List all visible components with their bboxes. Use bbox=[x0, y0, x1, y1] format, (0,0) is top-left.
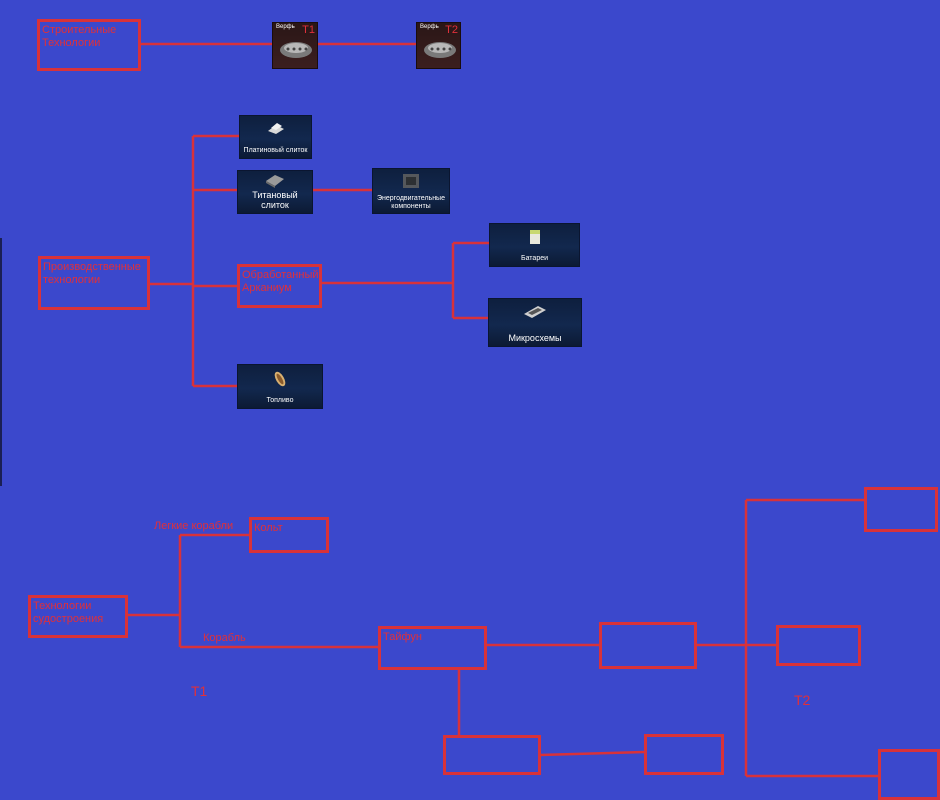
empty-node-4[interactable] bbox=[776, 625, 861, 666]
ship-branch-label: Корабль bbox=[203, 632, 246, 644]
batteries-card[interactable]: Батареи bbox=[489, 223, 580, 267]
empty-node-5[interactable] bbox=[864, 487, 938, 532]
production-tech-node[interactable]: Производственные технологии bbox=[38, 256, 150, 310]
shipyard-t1-tier: T1 bbox=[302, 24, 315, 36]
kolt-node[interactable]: Кольт bbox=[249, 517, 329, 553]
typhoon-label: Тайфун bbox=[383, 631, 422, 643]
battery-icon bbox=[529, 230, 540, 244]
shipyard-icon bbox=[424, 42, 456, 58]
left-edge-line bbox=[0, 238, 2, 486]
shipyard-t2-card[interactable]: Верфь T2 bbox=[416, 22, 461, 69]
shipyard-t1-name: Верфь bbox=[276, 24, 295, 30]
titanium-ingot-card[interactable]: Титановый слиток bbox=[237, 170, 313, 214]
fuel-label: Топливо bbox=[266, 397, 294, 404]
empty-node-2[interactable] bbox=[443, 735, 541, 775]
shipyard-t1-card[interactable]: Верфь T1 bbox=[272, 22, 318, 69]
platinum-ingot-card[interactable]: Платиновый слиток bbox=[239, 115, 312, 159]
platinum-ingot-icon bbox=[267, 123, 284, 134]
microchip-icon bbox=[524, 306, 546, 318]
shipyard-icon bbox=[280, 42, 312, 58]
fuel-card[interactable]: Топливо bbox=[237, 364, 323, 409]
platinum-ingot-label: Платиновый слиток bbox=[243, 147, 308, 154]
empty-node-1[interactable] bbox=[599, 622, 697, 669]
build-tech-label: Строительные Технологии bbox=[42, 24, 117, 49]
light-ships-label: Легкие корабли bbox=[154, 520, 234, 532]
kolt-label: Кольт bbox=[254, 522, 283, 534]
typhoon-node[interactable]: Тайфун bbox=[378, 626, 487, 670]
processed-arcanium-node[interactable]: Обработанный Арканиум bbox=[237, 264, 322, 308]
titanium-ingot-icon bbox=[266, 175, 284, 188]
build-tech-node[interactable]: Строительные Технологии bbox=[37, 19, 141, 71]
fuel-icon bbox=[274, 371, 286, 387]
energy-components-card[interactable]: Энергодвигательные компоненты bbox=[372, 168, 450, 214]
titanium-ingot-label: Титановый слиток bbox=[252, 190, 298, 210]
empty-node-6[interactable] bbox=[878, 749, 940, 800]
energy-components-icon bbox=[403, 174, 419, 188]
microchips-label: Микросхемы bbox=[508, 333, 562, 343]
batteries-label: Батареи bbox=[520, 255, 549, 262]
energy-components-label: Энергодвигательные компоненты bbox=[377, 195, 445, 210]
microchips-card[interactable]: Микросхемы bbox=[488, 298, 582, 347]
shipyard-t2-tier: T2 bbox=[445, 24, 458, 36]
shipyard-t2-name: Верфь bbox=[420, 24, 439, 30]
processed-arcanium-label: Обработанный Арканиум bbox=[242, 269, 319, 294]
tier2-label: T2 bbox=[794, 692, 811, 708]
empty-node-3[interactable] bbox=[644, 734, 724, 775]
shipbuilding-tech-node[interactable]: Технологии судостроения bbox=[28, 595, 128, 638]
tier1-label: T1 bbox=[191, 683, 208, 699]
shipbuilding-tech-label: Технологии судостроения bbox=[33, 600, 104, 625]
production-tech-label: Производственные технологии bbox=[43, 261, 141, 286]
